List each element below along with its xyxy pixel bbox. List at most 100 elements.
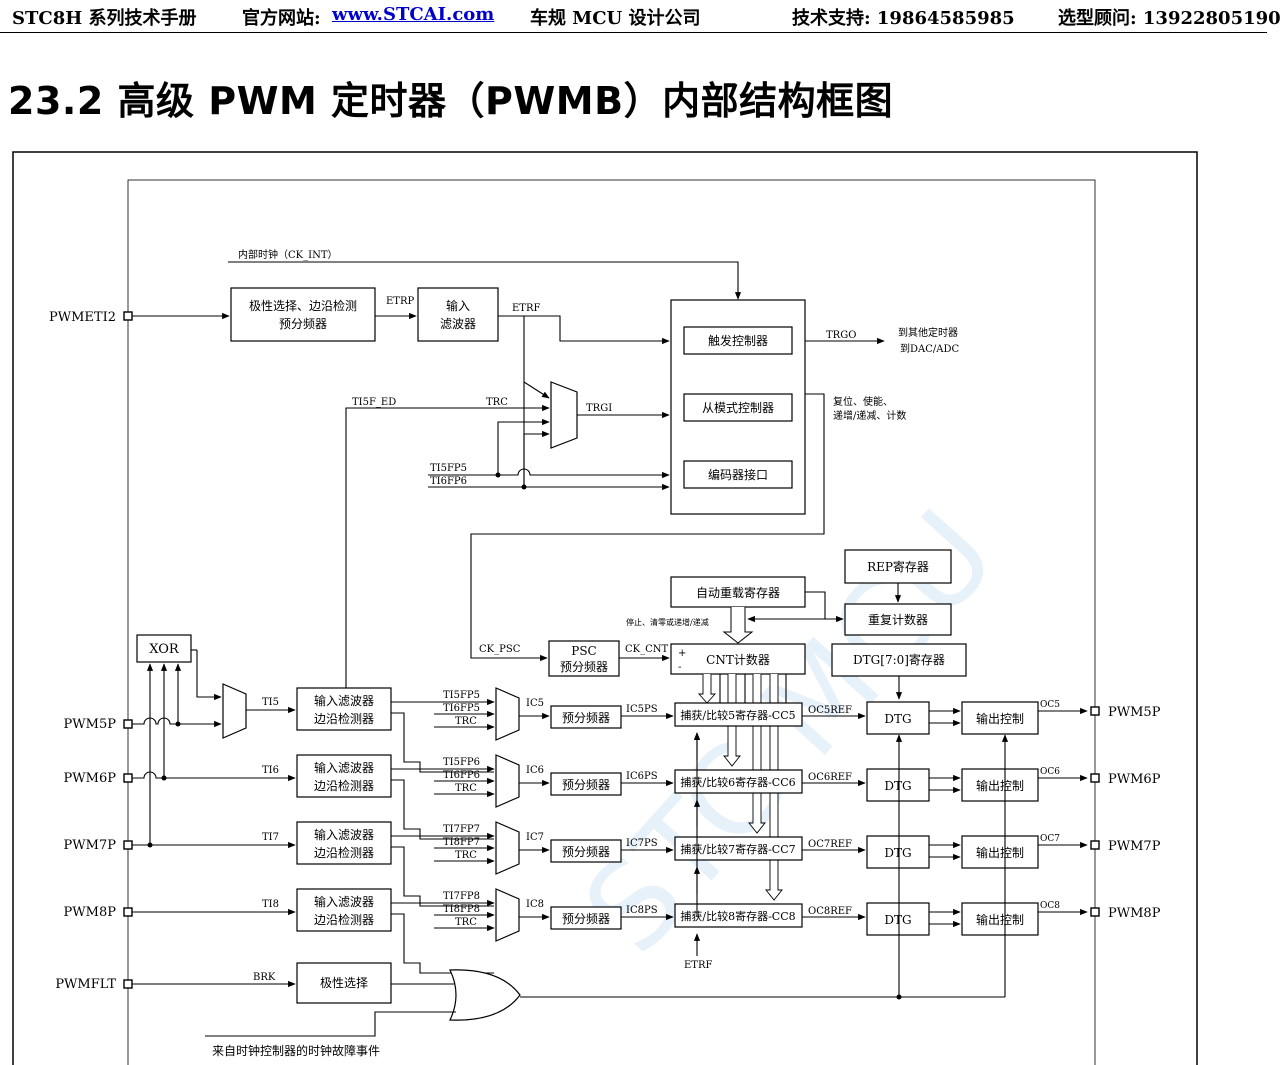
ic-label: IC6	[526, 765, 544, 776]
ic-label: IC7	[526, 832, 544, 843]
ck-int-label: 内部时钟（CK_INT）	[238, 248, 338, 261]
oc-label: OC6	[1040, 767, 1060, 777]
ic-label: IC8	[526, 899, 544, 910]
icps-label: IC5PS	[626, 704, 658, 715]
pin-pwm6p-in: PWM6P	[64, 771, 117, 786]
ti5fp5-wire	[428, 468, 670, 479]
mux-input-label-2: TI6FP5	[443, 703, 480, 714]
cross-wire	[391, 712, 494, 773]
input-filter-label: 输入滤波器	[314, 760, 374, 775]
xor-label: XOR	[149, 642, 180, 657]
pin-pwmeti2-pad	[123, 311, 133, 321]
xor-out	[196, 650, 222, 701]
ic-mux	[495, 888, 520, 942]
output-pin-label: PWM8P	[1108, 906, 1161, 921]
slave-out-2: 递增/递减、计数	[833, 409, 906, 422]
pin-pwm7p-in: PWM7P	[64, 838, 117, 853]
etrf-bottom-label: ETRF	[684, 960, 712, 971]
output-control-label: 输出控制	[976, 711, 1024, 726]
ti5f-ed-wire	[345, 404, 550, 688]
ocref-label: OC7REF	[808, 839, 852, 850]
header-support: 技术支持: 19864585985	[792, 8, 1015, 29]
output-control-box	[961, 902, 1039, 936]
output-control-box	[961, 768, 1039, 802]
cross-wire	[391, 846, 494, 907]
ic-prescaler-label: 预分频器	[562, 845, 610, 859]
brk-label: BRK	[253, 972, 276, 983]
oc-label: OC8	[1040, 901, 1060, 911]
ic-prescaler-box	[550, 772, 622, 796]
ti5fp5-label: TI5FP5	[430, 463, 467, 474]
junction	[521, 484, 527, 490]
stop-clear-label: 停止、清零或递增/递减	[626, 617, 709, 627]
mux-input-label-2: TI8FP7	[443, 837, 480, 848]
ti6-label: TI6	[262, 765, 279, 776]
ic-mux	[495, 821, 520, 875]
capture-compare-register-box	[674, 903, 803, 928]
header-advisor: 选型顾问: 13922805190	[1058, 8, 1281, 29]
prescaler-label: 预分频器	[279, 317, 327, 331]
ti5-mux	[222, 683, 247, 739]
header-site-link[interactable]: www.STCAI.com	[332, 4, 495, 25]
input-filter-edge-box	[296, 888, 392, 932]
mux-input-label-3: TRC	[455, 917, 477, 928]
input-filter-label: 输入滤波器	[314, 693, 374, 708]
mux-input-label-1: TI5FP6	[443, 757, 480, 768]
capture-compare-label: 捕获/比较5寄存器-CC5	[680, 708, 795, 722]
trgo-dest-2: 到DAC/ADC	[900, 343, 959, 355]
repeat-counter-box	[844, 603, 952, 636]
dtg-label: DTG	[884, 913, 911, 927]
cnt-counter-label: CNT计数器	[706, 652, 770, 667]
or-gate	[449, 969, 521, 1021]
dtg-register-label: DTG[7:0]寄存器	[853, 652, 945, 667]
psc-label-2: 预分频器	[560, 660, 608, 674]
pwm6p-wire	[132, 771, 296, 782]
ti5fp5-to-mux	[497, 418, 550, 475]
cross-wire	[391, 913, 494, 974]
input-filter-label-1: 输入	[446, 298, 470, 313]
auto-reload-label: 自动重载寄存器	[696, 585, 780, 600]
slave-out-1: 复位、使能、	[833, 395, 893, 408]
junction	[175, 721, 181, 727]
mux-input-label-1: TI5FP5	[443, 690, 480, 701]
trgi-label: TRGI	[586, 403, 612, 414]
psc-label-1: PSC	[571, 644, 596, 658]
output-control-label: 输出控制	[976, 912, 1024, 927]
output-pin-pad	[1090, 706, 1100, 716]
dtg-label: DTG	[884, 712, 911, 726]
dtg-label: DTG	[884, 846, 911, 860]
capture-compare-label: 捕获/比较7寄存器-CC7	[680, 842, 795, 856]
ic-mux	[495, 687, 520, 741]
input-filter-edge-box	[296, 821, 392, 865]
encoder-interface-box	[683, 460, 793, 489]
trigger-controller-box	[683, 326, 793, 355]
trgo-label: TRGO	[826, 330, 856, 341]
reload-arrow	[722, 607, 754, 644]
header-company: 车规 MCU 设计公司	[530, 8, 701, 29]
output-pin-pad	[1090, 907, 1100, 917]
ic-prescaler-box	[550, 839, 622, 863]
ocref-label: OC8REF	[808, 906, 852, 917]
input-filter-label: 输入滤波器	[314, 894, 374, 909]
junction	[495, 472, 501, 478]
ck-cnt-label: CK_CNT	[625, 644, 669, 655]
etrf-wire	[498, 315, 670, 345]
clock-fault-wire	[205, 1011, 456, 1037]
ti7-label: TI7	[262, 832, 279, 843]
pin-pwm8p-in-pad	[123, 907, 133, 917]
output-control-label: 输出控制	[976, 778, 1024, 793]
edge-detector-label: 边沿检测器	[314, 912, 374, 927]
pin-pwm5p-in: PWM5P	[64, 717, 117, 732]
rep-register-label: REP寄存器	[867, 559, 929, 574]
pin-pwmflt-pad	[123, 979, 133, 989]
dtg-box	[866, 701, 930, 735]
output-control-box	[961, 701, 1039, 735]
output-pin-label: PWM5P	[1108, 705, 1161, 720]
icps-label: IC7PS	[626, 838, 658, 849]
junction	[896, 994, 902, 1000]
